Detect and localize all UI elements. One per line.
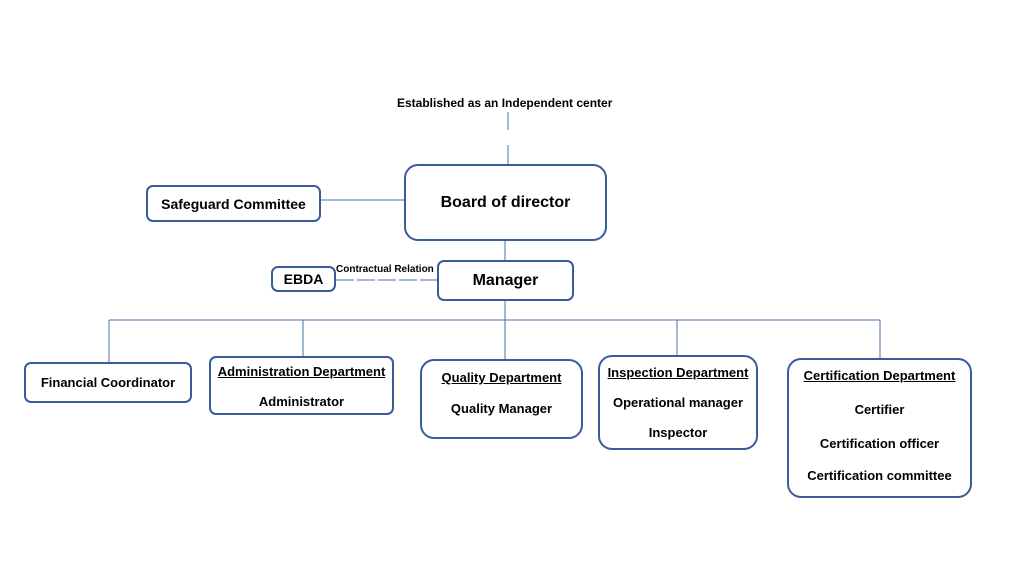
certification-head: Certification Department [803, 368, 956, 383]
inspection-head: Inspection Department [607, 365, 749, 380]
administration-head: Administration Department [217, 364, 386, 379]
certification-committee-role: Certification committee [807, 468, 952, 483]
established-note: Established as an Independent center [397, 96, 613, 110]
administrator-role: Administrator [258, 394, 345, 409]
inspector-role: Inspector [648, 425, 708, 440]
financial-coordinator-box: Financial Coordinator [24, 362, 192, 403]
manager-box: Manager [437, 260, 574, 301]
inspection-department-box: Inspection Department Operational manage… [598, 355, 758, 450]
quality-manager-role: Quality Manager [450, 401, 553, 416]
financial-label: Financial Coordinator [40, 375, 176, 390]
ebda-box: EBDA [271, 266, 336, 292]
manager-label: Manager [472, 271, 539, 289]
certification-department-box: Certification Department Certifier Certi… [787, 358, 972, 498]
contractual-relation-label: Contractual Relation [336, 264, 434, 275]
operational-manager-role: Operational manager [612, 395, 744, 410]
ebda-label: EBDA [283, 271, 324, 287]
safeguard-committee-box: Safeguard Committee [146, 185, 321, 222]
certification-officer-role: Certification officer [819, 436, 940, 451]
administration-department-box: Administration Department Administrator [209, 356, 394, 415]
board-label: Board of director [440, 193, 571, 211]
certifier-role: Certifier [854, 402, 905, 417]
quality-department-box: Quality Department Quality Manager [420, 359, 583, 439]
board-of-director-box: Board of director [404, 164, 607, 241]
quality-head: Quality Department [441, 370, 562, 385]
safeguard-label: Safeguard Committee [161, 195, 306, 212]
